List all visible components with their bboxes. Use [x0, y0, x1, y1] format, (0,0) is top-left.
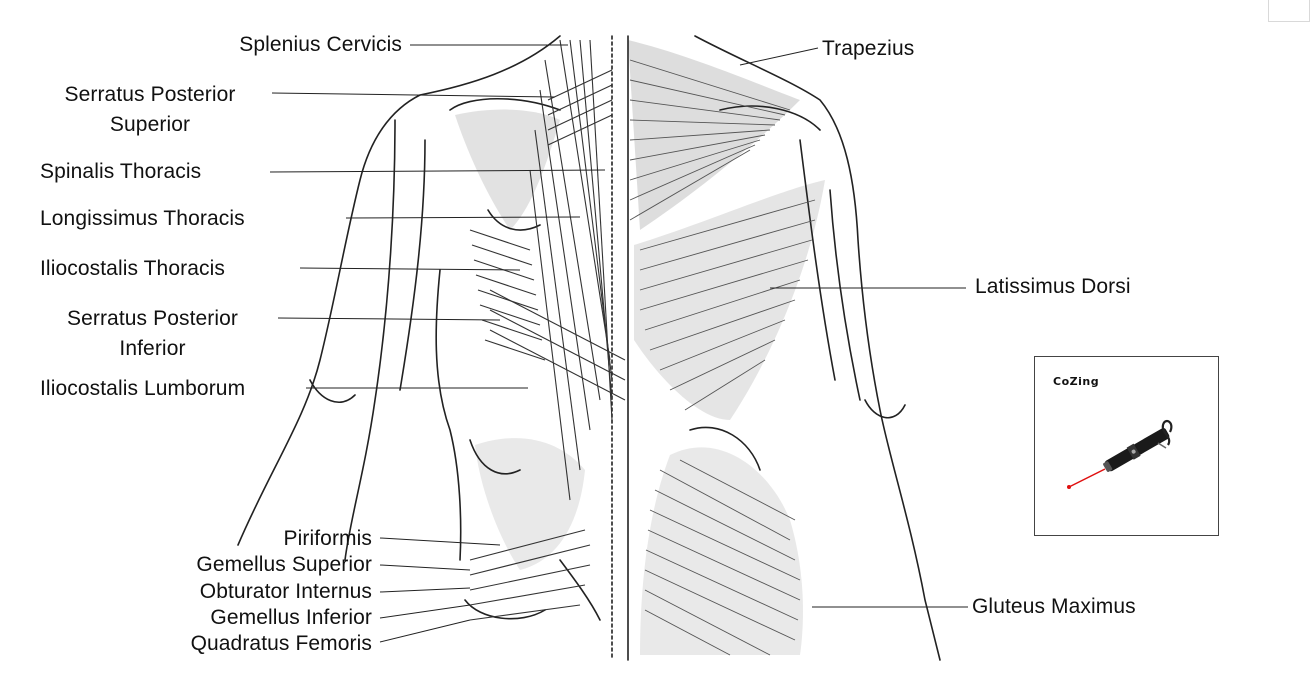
leader-longissimus-thoracis — [345, 216, 581, 219]
leader-gemellus-superior — [379, 564, 471, 571]
label-latissimus-dorsi: Latissimus Dorsi — [975, 275, 1131, 298]
ad-brand-logo: CoZing — [1053, 375, 1100, 388]
label-splenius-cervicis: Splenius Cervicis — [239, 33, 402, 56]
label-longissimus-thoracis: Longissimus Thoracis — [40, 207, 245, 230]
corner-frame — [1268, 0, 1310, 22]
superficial-muscle-fibers — [629, 59, 816, 656]
label-iliocostalis-thoracis: Iliocostalis Thoracis — [40, 257, 225, 280]
label-serratus-posterior-inferior-line1: Serratus Posterior — [66, 307, 239, 330]
shaded-regions — [455, 40, 825, 655]
label-iliocostalis-lumborum: Iliocostalis Lumborum — [40, 377, 246, 400]
label-quadratus-femoris: Quadratus Femoris — [190, 632, 372, 655]
label-gluteus-maximus: Gluteus Maximus — [972, 595, 1136, 618]
body-outlines — [237, 35, 941, 661]
leader-piriformis — [379, 537, 501, 546]
laser-pointer-icon — [1067, 419, 1173, 489]
label-obturator-internus: Obturator Internus — [199, 580, 372, 603]
label-trapezius: Trapezius — [822, 37, 915, 60]
label-spinalis-thoracis: Spinalis Thoracis — [40, 160, 202, 183]
scapula-shade-left — [455, 109, 560, 230]
leader-trapezius — [739, 47, 819, 66]
label-serratus-posterior-superior-line2: Superior — [109, 113, 191, 136]
label-gemellus-inferior: Gemellus Inferior — [210, 606, 372, 629]
leader-serratus-posterior-superior — [271, 92, 556, 98]
leader-serratus-posterior-inferior — [277, 317, 501, 321]
latissimus-shade — [634, 180, 825, 420]
leader-quadratus-femoris — [379, 619, 471, 643]
leader-iliocostalis-thoracis — [299, 267, 521, 271]
trapezius-shade — [628, 40, 800, 230]
label-gemellus-superior: Gemellus Superior — [196, 553, 372, 576]
label-serratus-posterior-superior-line1: Serratus Posterior — [64, 83, 236, 106]
leader-obturator-internus — [379, 587, 471, 593]
leader-spinalis-thoracis — [269, 169, 606, 173]
leader-gemellus-inferior — [379, 604, 471, 619]
label-piriformis: Piriformis — [283, 527, 372, 550]
label-serratus-posterior-inferior-line2: Inferior — [119, 337, 186, 360]
ad-thumbnail[interactable]: CoZing — [1034, 356, 1219, 536]
leader-lines — [269, 44, 968, 643]
gluteus-shade — [640, 447, 803, 655]
deep-muscle-fibers — [469, 39, 626, 621]
